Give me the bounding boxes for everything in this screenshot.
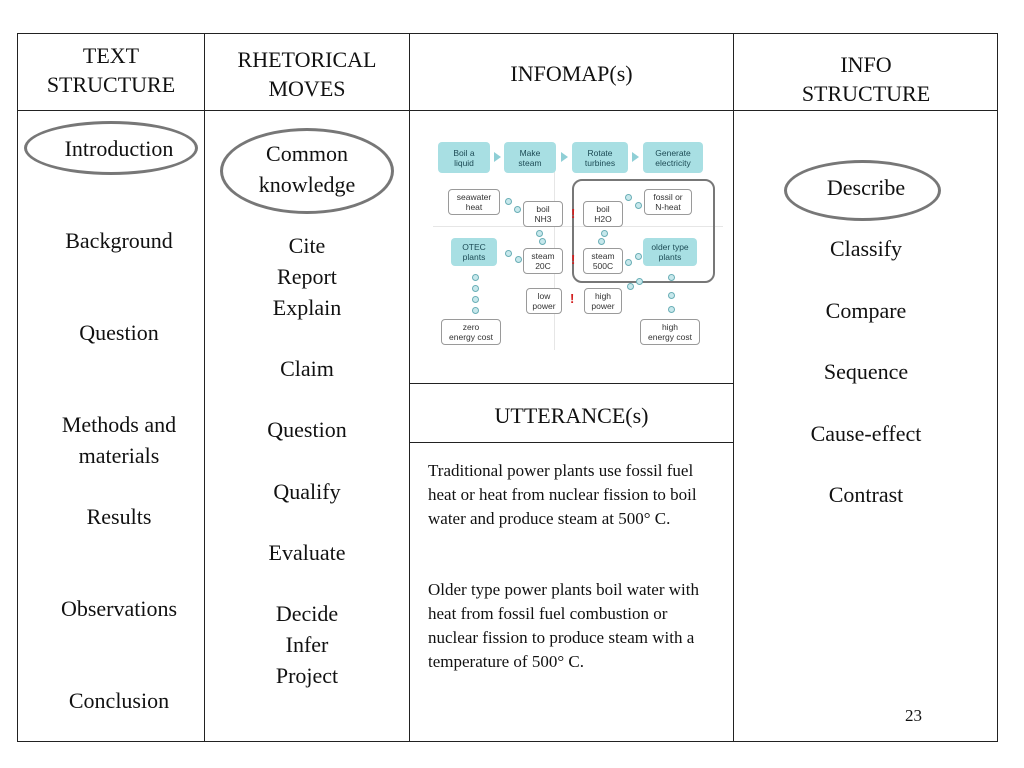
connector-dot xyxy=(515,256,522,263)
connector-dot xyxy=(505,198,512,205)
list-item: Contrast xyxy=(828,482,904,507)
list-item: Cause-effect xyxy=(810,421,922,446)
contrast-mark: ! xyxy=(570,291,575,306)
highlight-oval-common-knowledge xyxy=(220,128,394,214)
list-item: Introduction xyxy=(64,136,174,161)
list-item: Conclusion xyxy=(68,688,170,713)
list-item: Evaluate xyxy=(268,540,346,565)
connector-dot xyxy=(625,194,632,201)
list-item: Question xyxy=(267,417,347,442)
list-item: Classify xyxy=(829,236,903,261)
connector-dot xyxy=(627,283,634,290)
list-item: Background xyxy=(65,228,173,253)
highlight-box-older-plants xyxy=(572,179,715,283)
connector-dot xyxy=(668,292,675,299)
utterance-header-divider xyxy=(409,442,734,443)
connector-dot xyxy=(472,307,479,314)
table-frame xyxy=(17,33,998,742)
connector-dot xyxy=(601,230,608,237)
contrast-mark: ! xyxy=(571,252,576,267)
connector-dot xyxy=(505,250,512,257)
connector-dot xyxy=(536,230,543,237)
connector-dot xyxy=(625,259,632,266)
utterance-text-1: Traditional power plants use fossil fuel… xyxy=(428,461,697,528)
list-item: Question xyxy=(79,320,159,345)
connector-dot xyxy=(472,274,479,281)
connector-dot xyxy=(598,238,605,245)
infomap-divider xyxy=(409,383,734,384)
connector-dot xyxy=(636,278,643,285)
column-divider xyxy=(409,33,410,742)
text-structure-column: Introduction Background Question Methods… xyxy=(17,0,221,768)
page-number: 23 xyxy=(905,706,922,725)
connector-dot xyxy=(514,206,521,213)
list-item: Observations xyxy=(60,596,178,621)
list-item: Qualify xyxy=(273,479,341,504)
list-item: Compare xyxy=(825,298,907,323)
arrow-icon xyxy=(561,152,568,162)
list-item: Sequence xyxy=(823,359,909,384)
connector-dot xyxy=(472,285,479,292)
header-divider xyxy=(17,110,998,111)
arrow-icon xyxy=(494,152,501,162)
column-divider xyxy=(204,33,205,742)
header-utterance: UTTERANCE(s) xyxy=(494,403,649,428)
list-item: Results xyxy=(86,504,152,529)
connector-dot xyxy=(635,202,642,209)
connector-dot xyxy=(472,296,479,303)
contrast-mark: ! xyxy=(571,206,576,221)
grid-line xyxy=(433,226,723,227)
highlight-oval-introduction xyxy=(24,121,198,175)
connector-dot xyxy=(668,306,675,313)
list-item: Describe xyxy=(826,175,906,200)
connector-dot xyxy=(539,238,546,245)
highlight-oval-describe xyxy=(784,160,941,221)
utterance-text-2: Older type power plants boil water with … xyxy=(428,580,699,671)
header-infomap: INFOMAP(s) xyxy=(510,61,633,86)
connector-dot xyxy=(635,253,642,260)
column-divider xyxy=(733,33,734,742)
list-item: Claim xyxy=(280,356,334,381)
arrow-icon xyxy=(632,152,639,162)
info-structure-column: Describe Classify Compare Sequence Cause… xyxy=(734,0,998,768)
connector-dot xyxy=(668,274,675,281)
